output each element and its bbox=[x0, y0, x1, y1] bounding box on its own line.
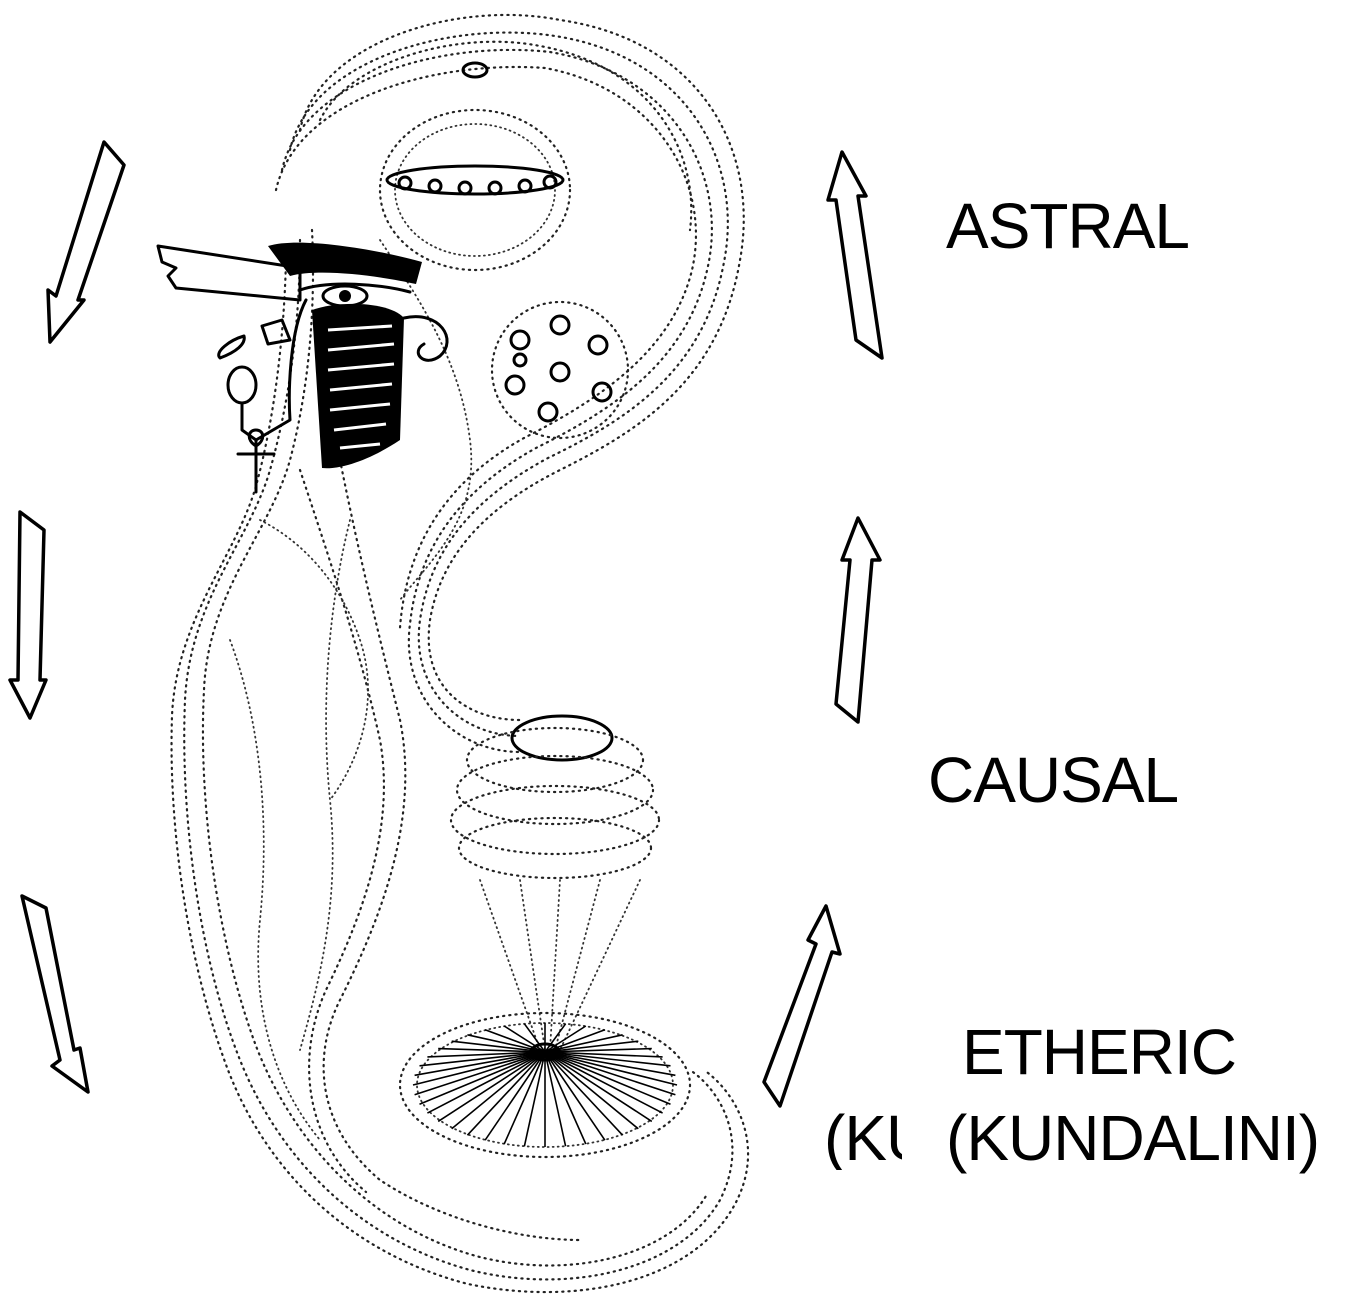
kundalini-fragment-label: (KU bbox=[824, 1106, 902, 1170]
horus-eye-headdress-icon bbox=[158, 243, 447, 492]
etheric-wheel bbox=[400, 1013, 690, 1157]
astral-sphere bbox=[380, 63, 570, 270]
down-arrow-icon bbox=[10, 512, 46, 718]
right-arrow-column bbox=[764, 152, 882, 1106]
kundalini-label: (KUNDALINI) bbox=[946, 1106, 1319, 1170]
etheric-label: ETHERIC bbox=[962, 1020, 1236, 1084]
wheel-spoke bbox=[427, 1052, 545, 1113]
up-arrow-icon bbox=[828, 152, 882, 358]
left-arrow-column bbox=[10, 142, 124, 1092]
up-arrow-icon bbox=[764, 906, 840, 1106]
causal-label: CAUSAL bbox=[928, 748, 1178, 812]
up-arrow-icon bbox=[836, 518, 880, 722]
down-arrow-icon bbox=[48, 142, 124, 342]
down-arrow-icon bbox=[22, 896, 88, 1092]
wheel-spoke bbox=[545, 1052, 663, 1113]
causal-stacked-disc bbox=[451, 716, 659, 1050]
astral-label: ASTRAL bbox=[946, 194, 1189, 258]
